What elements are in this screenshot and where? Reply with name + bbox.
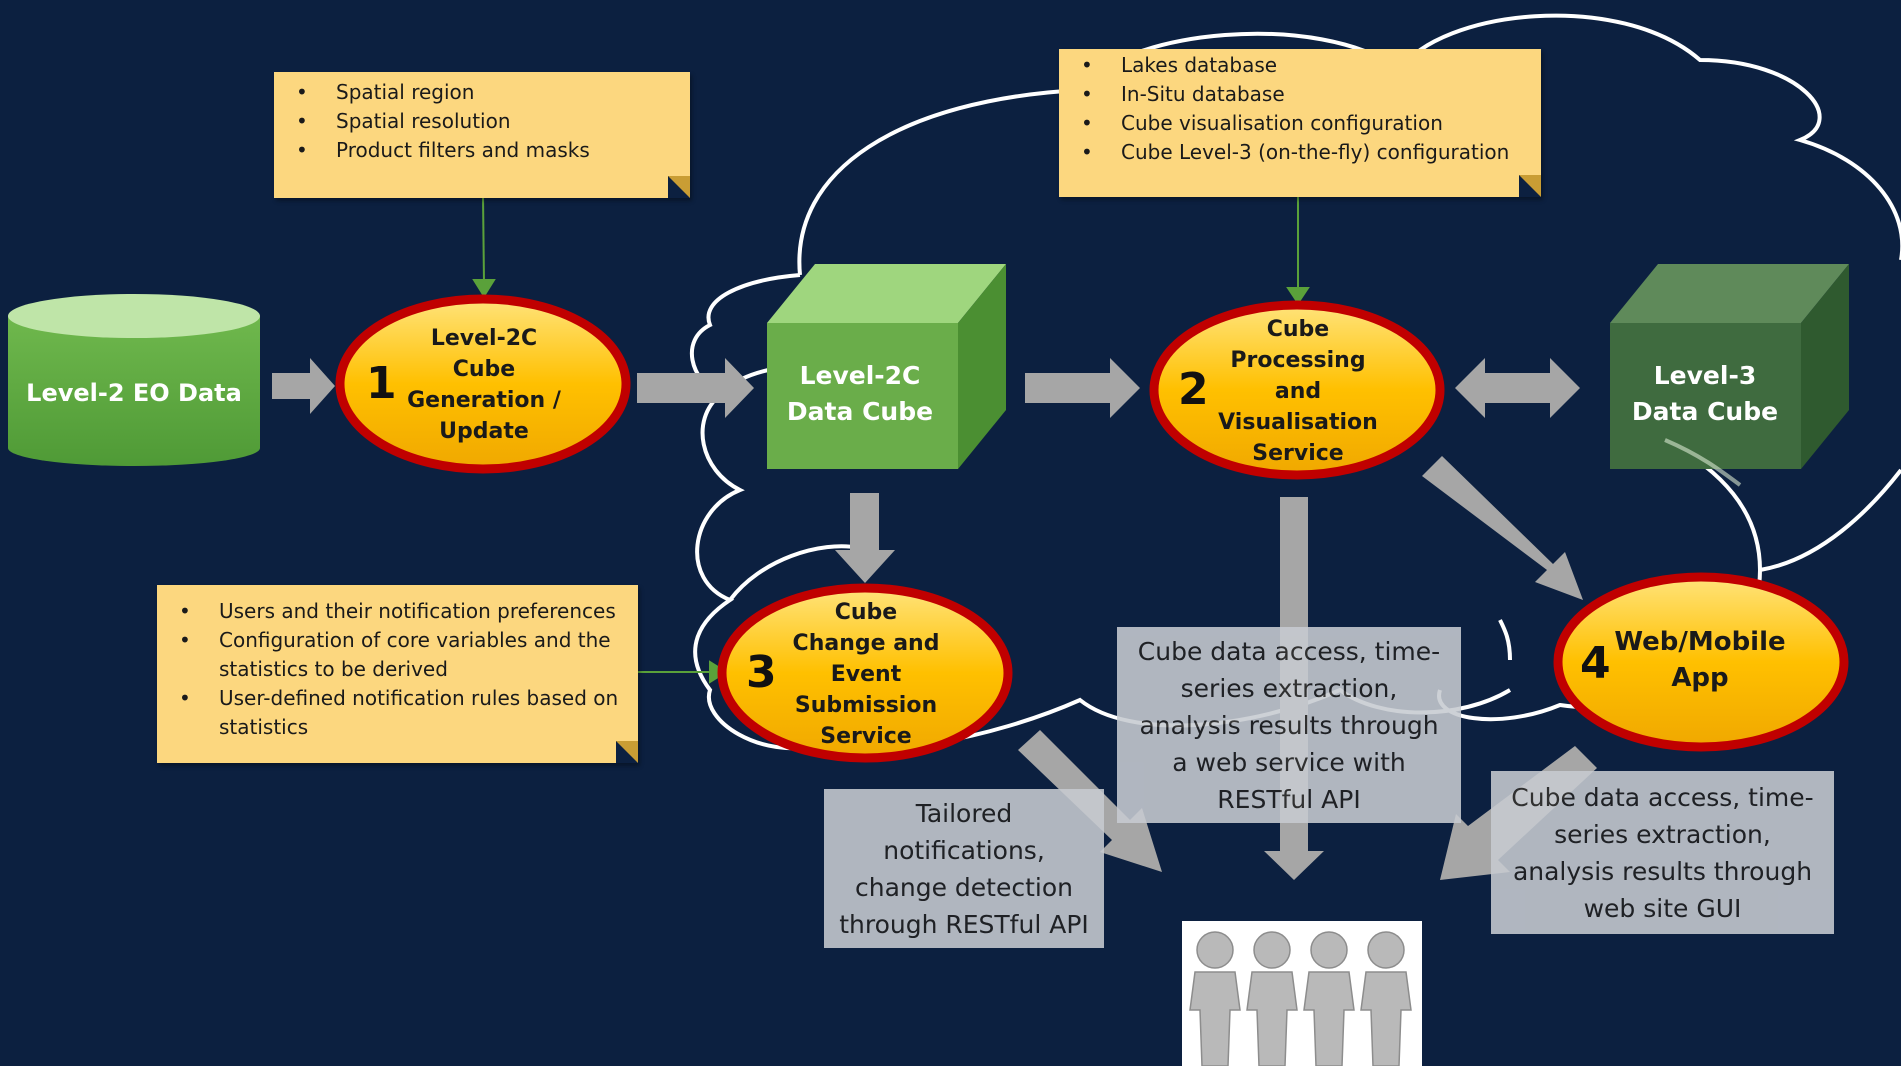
- level3-cube: [1610, 264, 1849, 469]
- note3-item: Configuration of core variables and the …: [157, 626, 638, 684]
- level2-eo-cylinder: [8, 294, 260, 466]
- arrow-service2-to-app: [1422, 456, 1583, 600]
- note-cube-generation-config: Spatial region Spatial resolution Produc…: [274, 72, 690, 198]
- service3-number: 3: [746, 647, 777, 698]
- note2-item: Cube Level-3 (on-the-fly) configuration: [1059, 138, 1541, 167]
- users-icon: [1182, 921, 1422, 1066]
- service1-ellipse[interactable]: [335, 294, 631, 474]
- service4-number: 4: [1580, 638, 1611, 689]
- service1-number: 1: [366, 358, 397, 409]
- note1-item: Spatial resolution: [274, 107, 690, 136]
- note-cube-processing-config: Lakes database In-Situ database Cube vis…: [1059, 49, 1541, 197]
- note3-item: Users and their notification preferences: [157, 597, 638, 626]
- info-tailored-notifications: Tailored notifications, change detection…: [824, 789, 1104, 948]
- note1-item: Spatial region: [274, 78, 690, 107]
- service2-ellipse[interactable]: [1149, 300, 1445, 480]
- level2-eo-label: Level-2 EO Data: [26, 379, 242, 407]
- service4-ellipse[interactable]: [1553, 572, 1849, 752]
- arrow-service1-to-cube: [637, 358, 754, 418]
- note2-item: In-Situ database: [1059, 80, 1541, 109]
- info-restful-web-service: Cube data access, time-series extraction…: [1117, 627, 1461, 823]
- note1-item: Product filters and masks: [274, 136, 690, 165]
- level2c-cube: [767, 264, 1006, 469]
- cloud-inner-arc-2: [728, 544, 861, 602]
- service3-label: Cube Change and Event Submission Service: [792, 599, 940, 749]
- level3-cube-label: Level-3 Data Cube: [1631, 361, 1779, 426]
- service1-label: Level-2C Cube Generation / Update: [407, 326, 561, 444]
- cloud-overlap-arc: [1664, 438, 1742, 487]
- cloud-inner-arc-3: [1498, 619, 1512, 661]
- arrow-cube-to-service3: [835, 493, 895, 583]
- service2-label: Cube Processing and Visualisation Servic…: [1218, 316, 1378, 466]
- note2-item: Lakes database: [1059, 51, 1541, 80]
- level2c-cube-label: Level-2C Data Cube: [786, 361, 934, 426]
- service4-label: Web/Mobile App: [1614, 627, 1786, 693]
- note2-item: Cube visualisation configuration: [1059, 109, 1541, 138]
- service2-number: 2: [1178, 364, 1209, 415]
- service3-ellipse[interactable]: [717, 583, 1013, 763]
- arrow-service2-level3: [1455, 358, 1580, 418]
- arrow-eo-to-service1: [272, 358, 335, 414]
- note3-item: User-defined notification rules based on…: [157, 684, 638, 742]
- note-connectors: [472, 195, 1310, 684]
- info-web-site-gui: Cube data access, time-series extraction…: [1491, 771, 1834, 934]
- note-notification-config: Users and their notification preferences…: [157, 585, 638, 763]
- arrow-cube-to-service2: [1025, 358, 1140, 418]
